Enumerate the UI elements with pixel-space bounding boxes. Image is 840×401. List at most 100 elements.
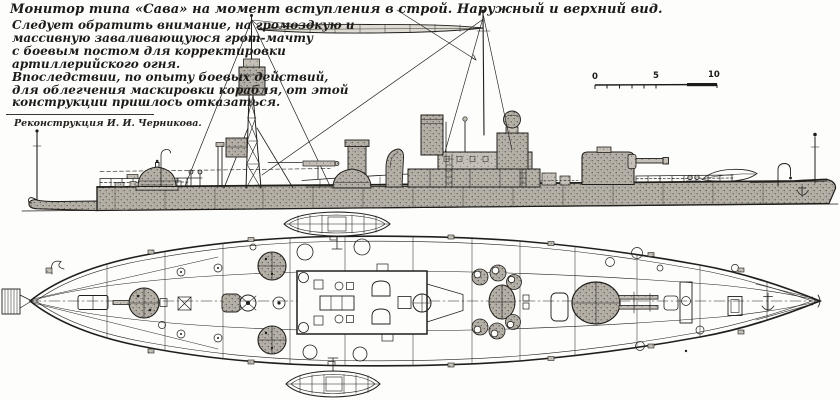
conning-tower-plan	[412, 293, 432, 313]
gun-mantlet	[627, 154, 637, 169]
boat-davit-line	[331, 235, 343, 250]
forward-bridge-plan	[663, 281, 693, 353]
conning-tower	[496, 110, 529, 170]
boat-davit-line	[327, 357, 339, 372]
lattice-bracing	[245, 94, 262, 189]
hull-plate-seams	[114, 181, 764, 211]
topmast	[245, 14, 258, 60]
gun-barrel	[635, 158, 665, 164]
hull-side	[27, 178, 837, 212]
vent-cluster	[471, 264, 530, 340]
small-gun	[302, 160, 340, 180]
howitzer-turret-starboard	[257, 325, 287, 355]
aft-turret-plan	[112, 287, 168, 319]
note-line: конструкции пришлось отказаться.	[12, 95, 281, 110]
deck-stringer-lines	[30, 270, 820, 332]
stowed-dinghy	[701, 168, 758, 182]
annotation-block: Монитор типа «Сава» на момент вступления…	[6, 2, 663, 130]
divider-rule	[6, 114, 154, 116]
top-plan-view	[1, 211, 823, 398]
stern-anchor-davit	[45, 260, 65, 275]
credit-line: Реконструкция И. И. Черникова.	[14, 118, 202, 130]
aft-davit	[160, 149, 171, 187]
bulwark-cap	[749, 180, 828, 184]
main-lattice-mast	[184, 14, 331, 189]
deck-vents-aft	[158, 243, 257, 343]
note-line: для облегчения маскировки корабля, от эт…	[12, 82, 349, 97]
long-stay	[261, 19, 483, 176]
scale-label-10: 10	[708, 70, 720, 80]
note-line: массивную заваливающуюся грот-мачту	[12, 30, 314, 45]
aft-hatch	[77, 295, 109, 310]
deck-pump	[188, 169, 203, 188]
stern-grating	[1, 288, 31, 315]
deck-vents-mid	[296, 238, 371, 362]
inner-bulwark-line	[35, 240, 813, 362]
bow-gun-casemate	[581, 146, 669, 186]
arch-companionway-starboard	[371, 308, 391, 325]
foremast-stay-fwd	[483, 15, 513, 151]
aft-turret-gun	[112, 300, 130, 305]
deck-skylights	[539, 172, 581, 186]
howitzer-turret-port	[257, 251, 287, 281]
funnel-plan	[488, 284, 516, 320]
mast-stay-aft	[184, 19, 252, 187]
aft-turret-side	[126, 159, 179, 191]
bridge-ladders	[445, 153, 527, 188]
foremast	[444, 9, 513, 153]
signal-pipe	[462, 116, 468, 153]
bow-hatch	[727, 296, 743, 316]
note-line: артиллерийского огня.	[12, 56, 181, 71]
spar-sling	[251, 19, 301, 30]
x-hatch	[177, 296, 192, 311]
scale-bar: 0 5 10	[592, 70, 720, 89]
mast-stay-fwd	[251, 19, 331, 187]
anchor-davit	[777, 163, 792, 187]
main-gun-barrel-left	[618, 295, 659, 300]
side-elevation-view	[21, 9, 839, 212]
deck-edge-line	[96, 178, 828, 188]
boat-starboard	[285, 357, 381, 398]
bow-anchor	[796, 185, 809, 197]
bridge-wings	[426, 283, 464, 323]
vent-pipe-aft	[215, 142, 225, 188]
superstructure-plan	[296, 263, 464, 342]
mast-strut-fwd	[256, 127, 294, 189]
caption-leader-line	[396, 9, 477, 61]
jackstaff	[810, 132, 820, 184]
capstan	[221, 293, 257, 313]
mid-turret-side	[332, 139, 372, 189]
plan-anchor	[761, 292, 775, 312]
note-line: с боевым постом для корректировки	[12, 43, 286, 58]
cowl-vent-fin	[385, 148, 404, 188]
funnel	[420, 114, 444, 156]
mast-strut-aft	[223, 127, 249, 189]
foredeck-bollards	[686, 174, 701, 182]
stern-counter	[28, 198, 98, 212]
stern-flagstaff	[32, 129, 42, 201]
boat-port	[283, 211, 391, 250]
scale-bar-ticks	[594, 84, 718, 89]
awning-ridge-line	[99, 168, 331, 172]
main-gun-barrel-right	[618, 305, 659, 310]
note-line: Следует обратить внимание, на громоздкую…	[12, 18, 355, 32]
bow-fairlead	[811, 294, 821, 308]
deck-edge-cleats	[147, 234, 745, 368]
mushroom-vent	[272, 296, 286, 310]
drawing-note: Следует обратить внимание, на громоздкую…	[12, 19, 570, 109]
arch-companionway-port	[371, 280, 391, 297]
stern-chord-lines	[32, 256, 219, 350]
scale-label-5: 5	[653, 71, 659, 81]
cowl-vents	[471, 264, 522, 340]
main-turret-plan	[571, 281, 659, 325]
mast-ammo-box	[225, 137, 248, 158]
scale-bar-block	[687, 83, 717, 87]
drawing-title: Монитор типа «Сава» на момент вступления…	[10, 2, 663, 17]
bow-diagonals	[755, 283, 817, 321]
bridge-superstructure	[407, 110, 541, 188]
foredeck-railing	[635, 174, 734, 183]
scale-label-0: 0	[592, 72, 598, 82]
engine-skylight	[319, 295, 355, 311]
